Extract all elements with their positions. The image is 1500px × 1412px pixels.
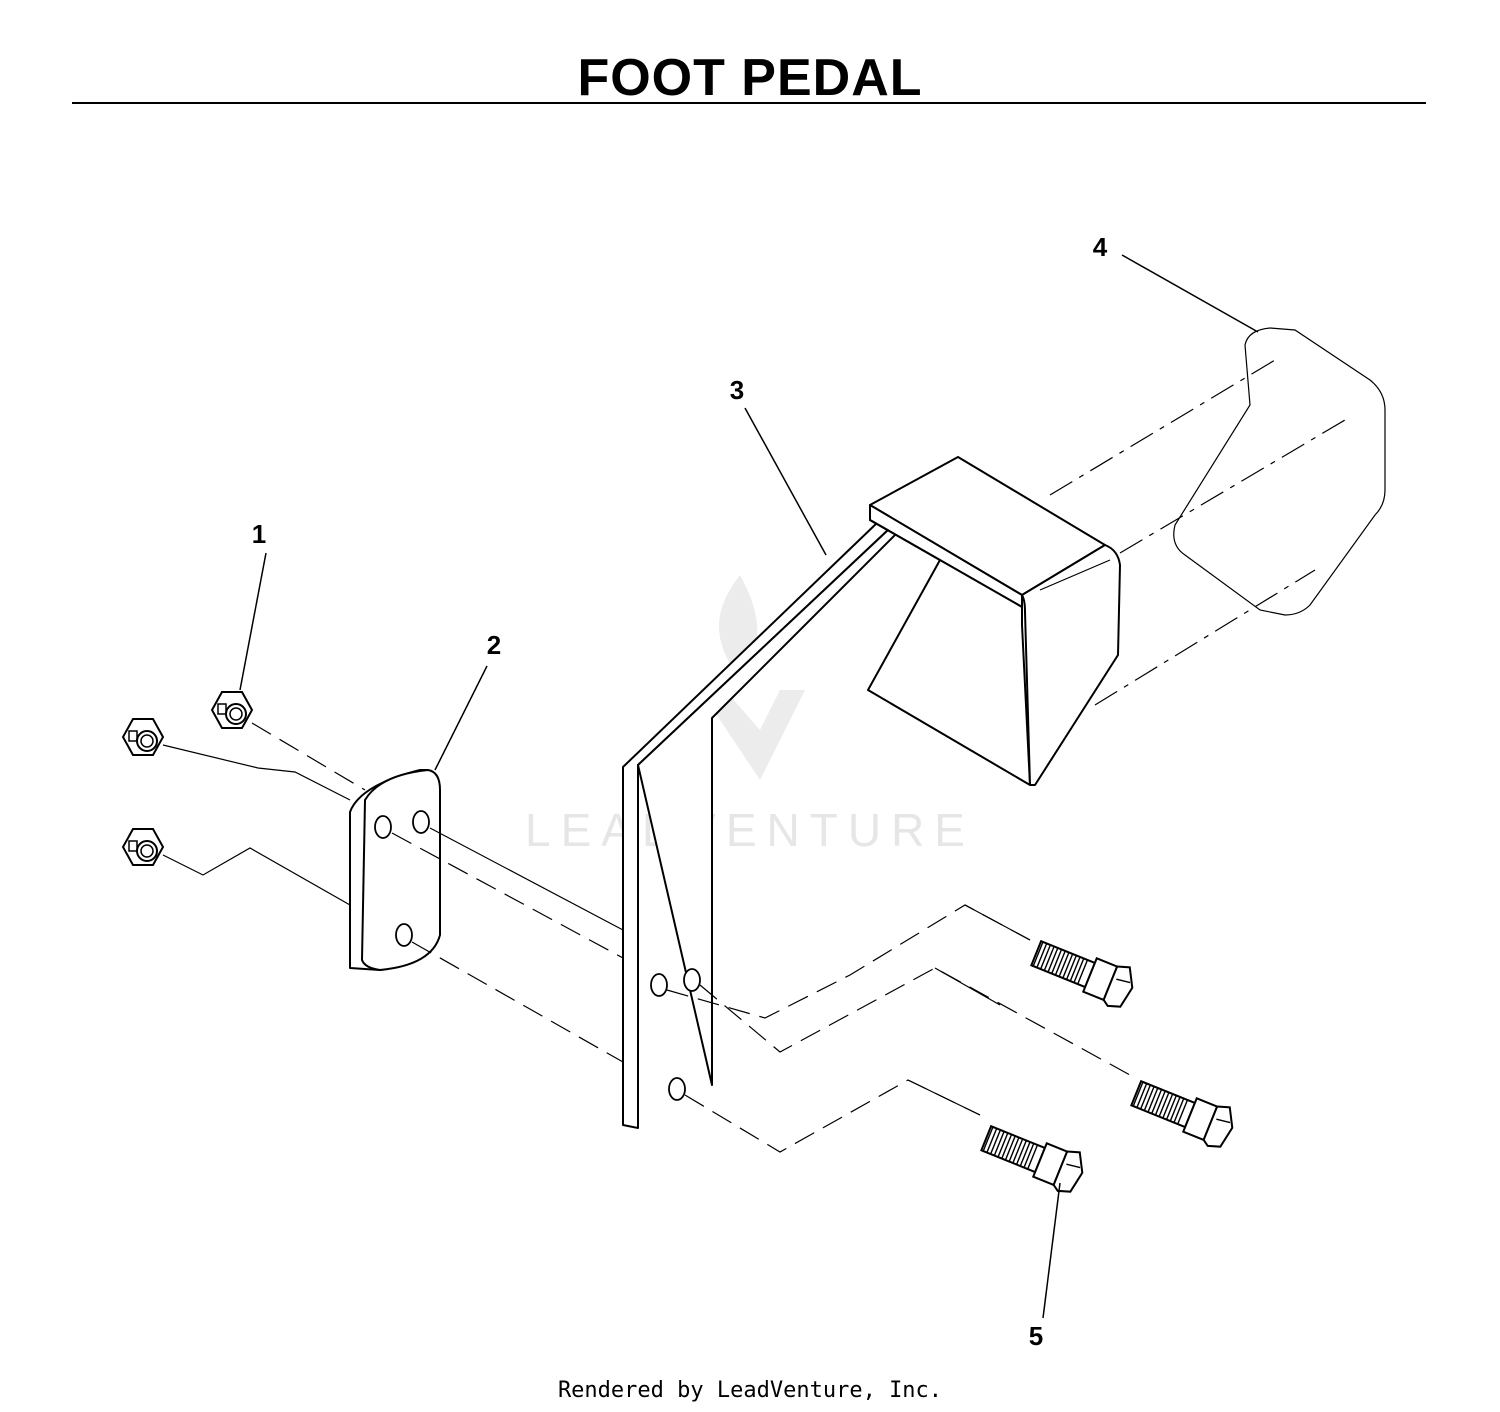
callout-5: 5 xyxy=(1029,1321,1043,1351)
bolt-1 xyxy=(1026,931,1141,1013)
nut-2 xyxy=(122,718,164,756)
bolt-3 xyxy=(976,1116,1091,1198)
nut-1 xyxy=(211,691,253,729)
backing-plate xyxy=(349,769,441,971)
footer-credit: Rendered by LeadVenture, Inc. xyxy=(557,1378,943,1403)
bolt-alignment-lines xyxy=(666,904,1131,1153)
title-rule xyxy=(72,102,1426,104)
nut-3 xyxy=(122,828,164,866)
callout-leaders xyxy=(239,254,1259,1319)
bolt-2 xyxy=(1126,1071,1241,1153)
watermark-flame-icon xyxy=(700,575,805,780)
callout-1: 1 xyxy=(252,519,266,549)
page-title: FOOT PEDAL xyxy=(577,49,923,107)
callout-4: 4 xyxy=(1093,232,1108,262)
watermark-text: LEADVENTURE xyxy=(525,804,975,856)
callout-3: 3 xyxy=(730,375,744,405)
nut-alignment-lines xyxy=(162,722,624,1063)
pedal-arm xyxy=(622,456,1121,1129)
pad-alignment-lines xyxy=(1049,359,1346,706)
watermark: LEADVENTURE xyxy=(525,575,975,856)
callout-2: 2 xyxy=(487,630,501,660)
pedal-pad xyxy=(1173,327,1386,616)
